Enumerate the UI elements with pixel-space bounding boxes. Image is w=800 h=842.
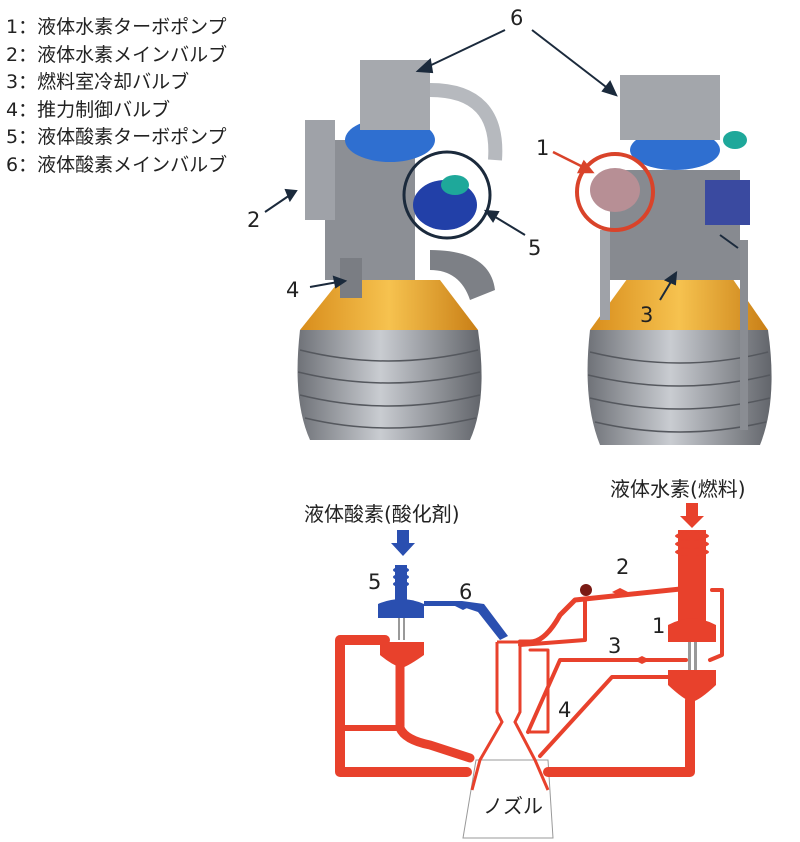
schematic-num-6: 6	[459, 580, 473, 604]
callout-5: 5	[528, 236, 542, 260]
callout-3: 3	[640, 303, 654, 327]
callout-1: 1	[536, 136, 550, 160]
lox-inflow-arrow	[391, 530, 415, 556]
lh2-label: 液体水素(燃料)	[610, 477, 746, 501]
schematic-num-4: 4	[558, 698, 572, 722]
schematic-num-2: 2	[616, 555, 630, 579]
lox-label: 液体酸素(酸化剤)	[304, 502, 460, 526]
engine-render-left	[297, 60, 503, 440]
legend-item-1: 1：液体水素ターボポンプ	[6, 16, 227, 38]
lox-turbopump-symbol	[378, 565, 508, 640]
legend-item-4: 4：推力制御バルブ	[6, 98, 171, 121]
legend-item-3: 3：燃料室冷却バルブ	[6, 71, 190, 93]
callout-arrows	[264, 29, 739, 301]
nozzle-label: ノズル	[483, 794, 543, 818]
nozzle-outline	[462, 759, 554, 839]
lox-turbopump-highlight-circle	[402, 150, 492, 240]
lh2-inflow-arrow	[680, 503, 704, 528]
callout-6: 6	[510, 6, 524, 30]
hydrogen-lines	[335, 585, 724, 777]
legend-item-6: 6：液体酸素メインバルブ	[6, 153, 228, 176]
legend-item-2: 2：液体水素メインバルブ	[6, 43, 228, 66]
callout-4: 4	[286, 278, 300, 302]
callout-2: 2	[247, 208, 261, 232]
schematic-num-1: 1	[652, 614, 666, 638]
lh2-turbopump-symbol	[668, 530, 716, 702]
schematic-num-3: 3	[608, 634, 622, 658]
valve-symbols	[455, 584, 650, 664]
schematic-num-5: 5	[368, 570, 382, 594]
legend-item-5: 5：液体酸素ターボポンプ	[6, 126, 227, 148]
flow-schematic	[335, 503, 724, 839]
component-legend: 1：液体水素ターボポンプ 2：液体水素メインバルブ 3：燃料室冷却バルブ 4：推…	[6, 14, 227, 179]
engine-render-right	[587, 75, 772, 445]
lh2-turbopump-highlight-circle	[575, 152, 655, 232]
